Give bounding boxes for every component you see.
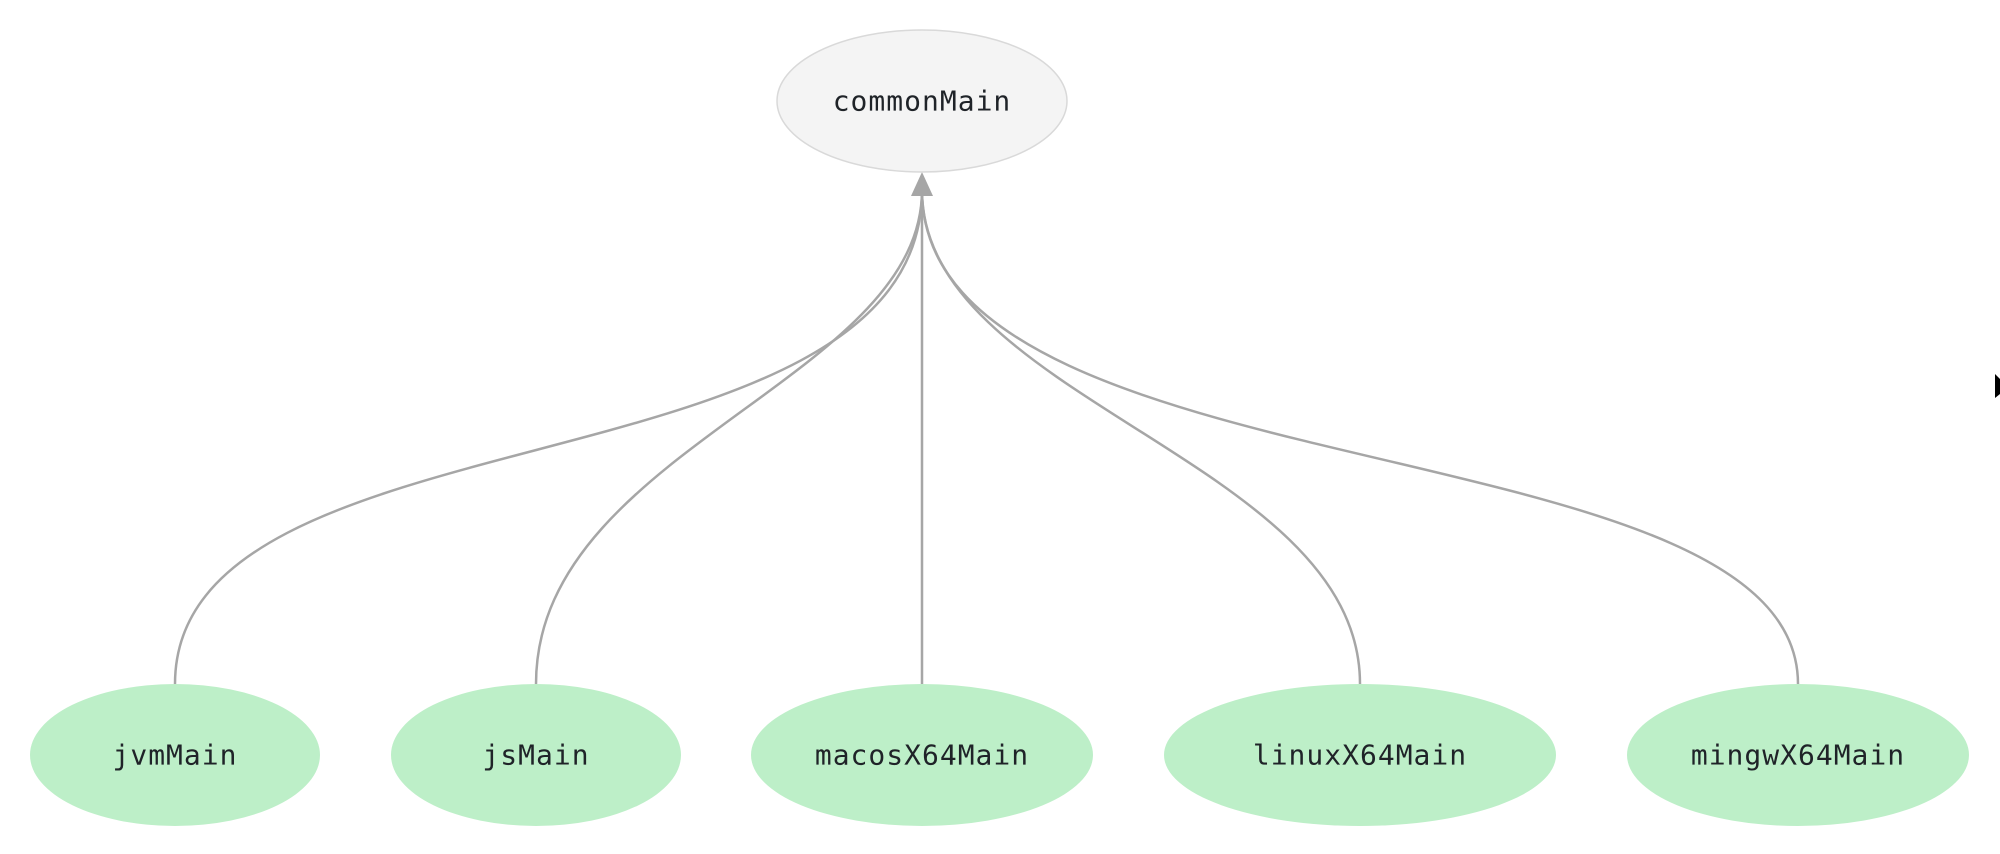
edges-layer bbox=[173, 172, 1800, 685]
child-node-shape bbox=[1627, 684, 1969, 826]
child-node-linuxX64Main[interactable]: linuxX64Main bbox=[1164, 684, 1556, 826]
edge-jvmMain-to-commonMain bbox=[173, 189, 924, 685]
root-node-label: commonMain bbox=[833, 85, 1012, 118]
child-node-shape bbox=[751, 684, 1093, 826]
child-node-mingwX64Main[interactable]: mingwX64Main bbox=[1627, 684, 1969, 826]
child-node-label: jsMain bbox=[482, 739, 589, 772]
child-node-label: macosX64Main bbox=[815, 739, 1029, 772]
child-node-label: mingwX64Main bbox=[1691, 739, 1905, 772]
edge-jsMain-to-commonMain bbox=[534, 189, 924, 685]
child-node-macosX64Main[interactable]: macosX64Main bbox=[751, 684, 1093, 826]
child-node-shape bbox=[1164, 684, 1556, 826]
arrowhead-icon bbox=[911, 172, 933, 196]
root-node-shape bbox=[776, 29, 1068, 173]
edge-mingwX64Main-to-commonMain bbox=[920, 189, 1800, 685]
root-node[interactable]: commonMain bbox=[776, 29, 1068, 173]
child-node-shape bbox=[391, 684, 681, 826]
panel-toggle-arrow-icon[interactable] bbox=[1995, 374, 2000, 398]
child-node-jvmMain[interactable]: jvmMain bbox=[30, 684, 320, 826]
child-node-jsMain[interactable]: jsMain bbox=[391, 684, 681, 826]
child-node-shape bbox=[30, 684, 320, 826]
child-node-label: jvmMain bbox=[112, 739, 237, 772]
child-node-label: linuxX64Main bbox=[1253, 739, 1467, 772]
